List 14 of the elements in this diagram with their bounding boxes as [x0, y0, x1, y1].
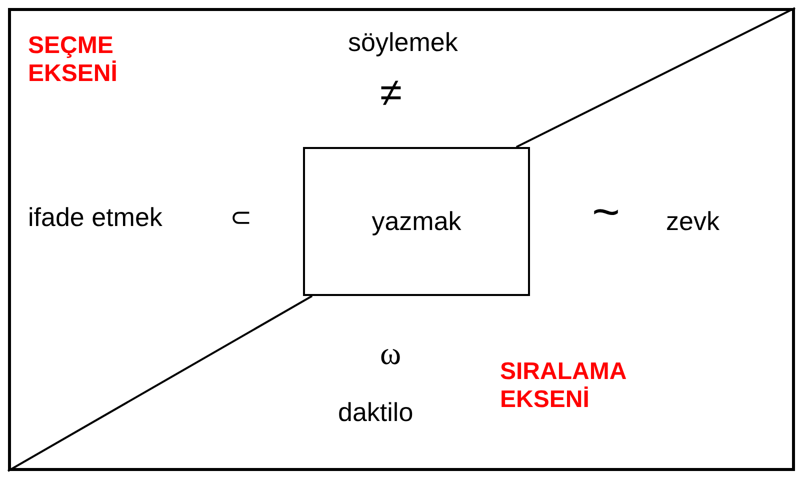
- axis-title: SIRALAMA EKSENİ: [500, 358, 627, 414]
- term-box: yazmak: [303, 147, 530, 296]
- tilde-symbol: ~: [592, 185, 620, 240]
- word-label: daktilo: [338, 398, 414, 428]
- word-label: zevk: [666, 207, 720, 237]
- frame-box: [8, 8, 795, 471]
- omega-symbol: ω: [380, 335, 402, 372]
- axis-title: SEÇME EKSENİ: [28, 32, 118, 88]
- word-label: söylemek: [348, 28, 458, 58]
- word-label: ifade etmek: [28, 203, 162, 233]
- axis-line: [8, 295, 313, 472]
- not-equal-symbol: ≠: [380, 70, 402, 116]
- axis-line: [516, 7, 796, 148]
- subset-symbol: ⊂: [230, 203, 252, 233]
